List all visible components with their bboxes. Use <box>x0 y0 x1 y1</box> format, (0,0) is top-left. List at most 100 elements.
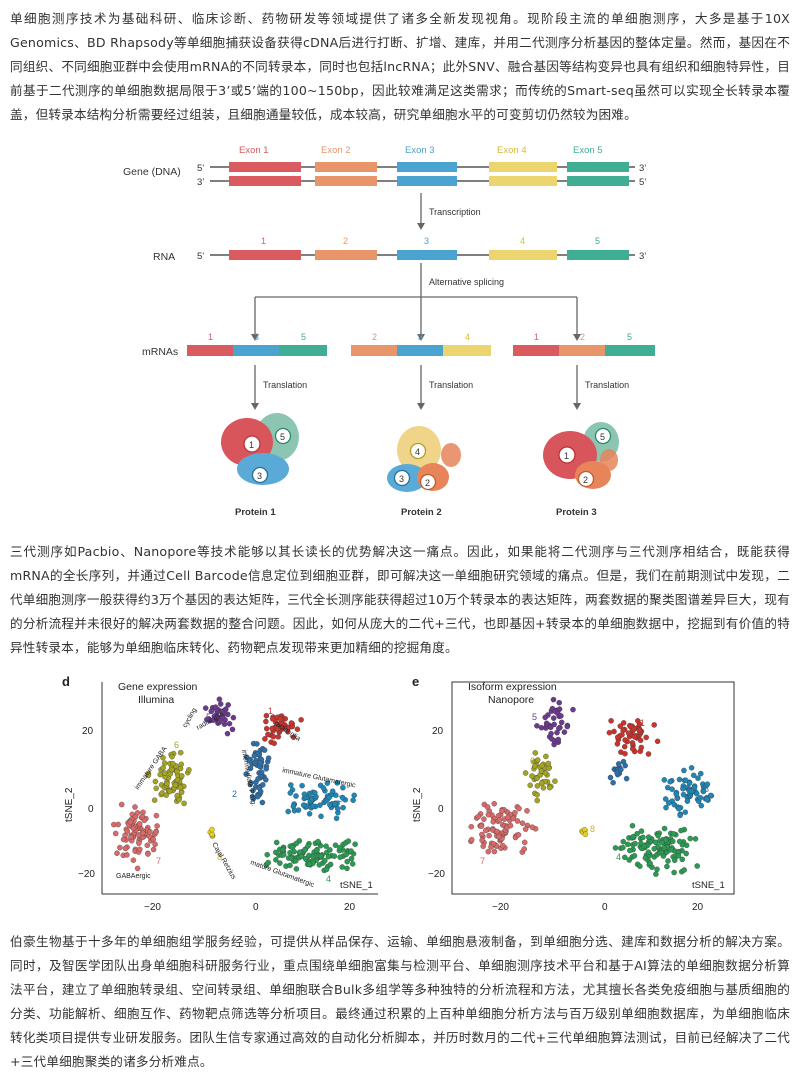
tsne-point <box>174 776 181 783</box>
tsne-point <box>264 851 270 858</box>
tsne-point <box>546 784 553 791</box>
tsne-point <box>570 706 576 713</box>
gene-dna-label: Gene (DNA) <box>123 166 181 178</box>
tsne-point <box>485 811 492 818</box>
tsne-point <box>153 785 159 792</box>
left-xtick-0: 0 <box>253 902 259 913</box>
tsne-point <box>344 858 350 865</box>
tsne-point <box>334 805 341 812</box>
tsne-point <box>635 718 641 724</box>
tsne-point <box>491 800 497 807</box>
tsne-panel-isoform-expression: e Isoform expression Nanopore tSNE_2 20 … <box>412 674 735 913</box>
tsne-point <box>168 766 175 773</box>
tsne-point <box>177 749 184 756</box>
tsne-point <box>317 853 324 859</box>
tsne-point <box>322 857 328 864</box>
tsne-point <box>484 804 491 810</box>
tsne-point <box>243 771 249 777</box>
tsne-point <box>687 835 693 842</box>
tsne-point <box>540 785 547 791</box>
protein-2-illustration: 4 3 2 <box>387 426 461 492</box>
tsne-point <box>285 729 291 735</box>
tsne-point <box>247 765 254 772</box>
tsne-point <box>499 808 505 814</box>
protein-2-label: Protein 2 <box>401 507 442 518</box>
tsne-point <box>556 699 562 706</box>
tsne-point <box>668 846 674 853</box>
tsne-point <box>669 786 675 792</box>
tsne-point <box>636 727 643 734</box>
tsne-point <box>637 737 644 744</box>
tsne-point <box>516 805 522 812</box>
rna-num-5: 5 <box>595 236 600 246</box>
tsne-point <box>152 841 158 848</box>
tsne-point <box>630 746 636 752</box>
tsne-point <box>225 702 231 708</box>
tsne-point <box>285 808 291 815</box>
translation-label-3: Translation <box>585 380 629 390</box>
tsne-point <box>483 827 489 834</box>
tsne-point <box>666 800 672 806</box>
tsne-point <box>181 800 187 807</box>
tsne-point <box>136 840 142 846</box>
tsne-point <box>534 791 540 798</box>
right-panel-title-1: Isoform expression <box>468 681 557 693</box>
tsne-point <box>326 794 332 801</box>
tsne-point <box>677 812 683 819</box>
tsne-point <box>250 787 256 794</box>
tsne-point <box>662 796 669 802</box>
right-xtick-20: 20 <box>692 902 704 913</box>
tsne-point <box>534 783 541 789</box>
tsne-point <box>275 734 282 740</box>
tsne-point <box>279 846 286 853</box>
tsne-point <box>327 801 333 808</box>
tsne-point <box>631 853 638 859</box>
tsne-point <box>351 792 357 799</box>
protein-1-illustration: 1 5 3 <box>221 413 299 485</box>
rna-3prime: 3’ <box>639 251 646 262</box>
svg-text:4: 4 <box>415 447 420 457</box>
rna-5prime: 5’ <box>197 251 204 262</box>
tsne-point <box>670 838 676 845</box>
tsne-point <box>263 777 269 783</box>
tsne-point <box>312 789 318 796</box>
tsne-point <box>539 762 545 769</box>
tsne-point <box>229 726 236 733</box>
tsne-point <box>548 730 554 737</box>
tsne-point <box>290 734 297 740</box>
tsne-point <box>313 847 320 854</box>
tsne-point <box>145 772 152 779</box>
tsne-point <box>161 760 168 766</box>
right-ytick-20: 20 <box>432 726 444 737</box>
dna-exon-2 <box>315 162 377 172</box>
right-cluster-num-1: 1 <box>640 718 645 728</box>
tsne-point <box>132 804 138 810</box>
tsne-point <box>261 747 268 753</box>
tsne-point <box>545 760 552 767</box>
tsne-point <box>507 822 514 829</box>
tsne-point <box>620 844 626 851</box>
dna-bottom-3prime: 3’ <box>197 177 204 188</box>
tsne-point <box>543 720 550 727</box>
tsne-point <box>293 840 300 847</box>
right-ytick-0: 0 <box>438 804 444 815</box>
tsne-point <box>622 750 628 757</box>
tsne-point <box>638 828 645 834</box>
mrnas-label: mRNAs <box>142 346 178 358</box>
right-panel-title-2: Nanopore <box>488 694 534 706</box>
tsne-point <box>334 780 340 786</box>
tsne-point <box>153 829 159 835</box>
tsne-point <box>617 723 624 729</box>
tsne-point <box>634 830 640 837</box>
tsne-point <box>680 785 686 792</box>
tsne-point <box>152 778 159 785</box>
right-x-axis-label: tSNE_1 <box>692 880 725 891</box>
tsne-point <box>288 855 295 862</box>
tsne-point <box>269 725 276 732</box>
tsne-point <box>174 768 180 775</box>
right-ytick-neg20: −20 <box>428 869 445 880</box>
tsne-point <box>620 838 627 845</box>
tsne-point <box>337 854 343 860</box>
left-cluster-num-6: 6 <box>174 740 179 750</box>
tsne-point <box>551 721 557 728</box>
